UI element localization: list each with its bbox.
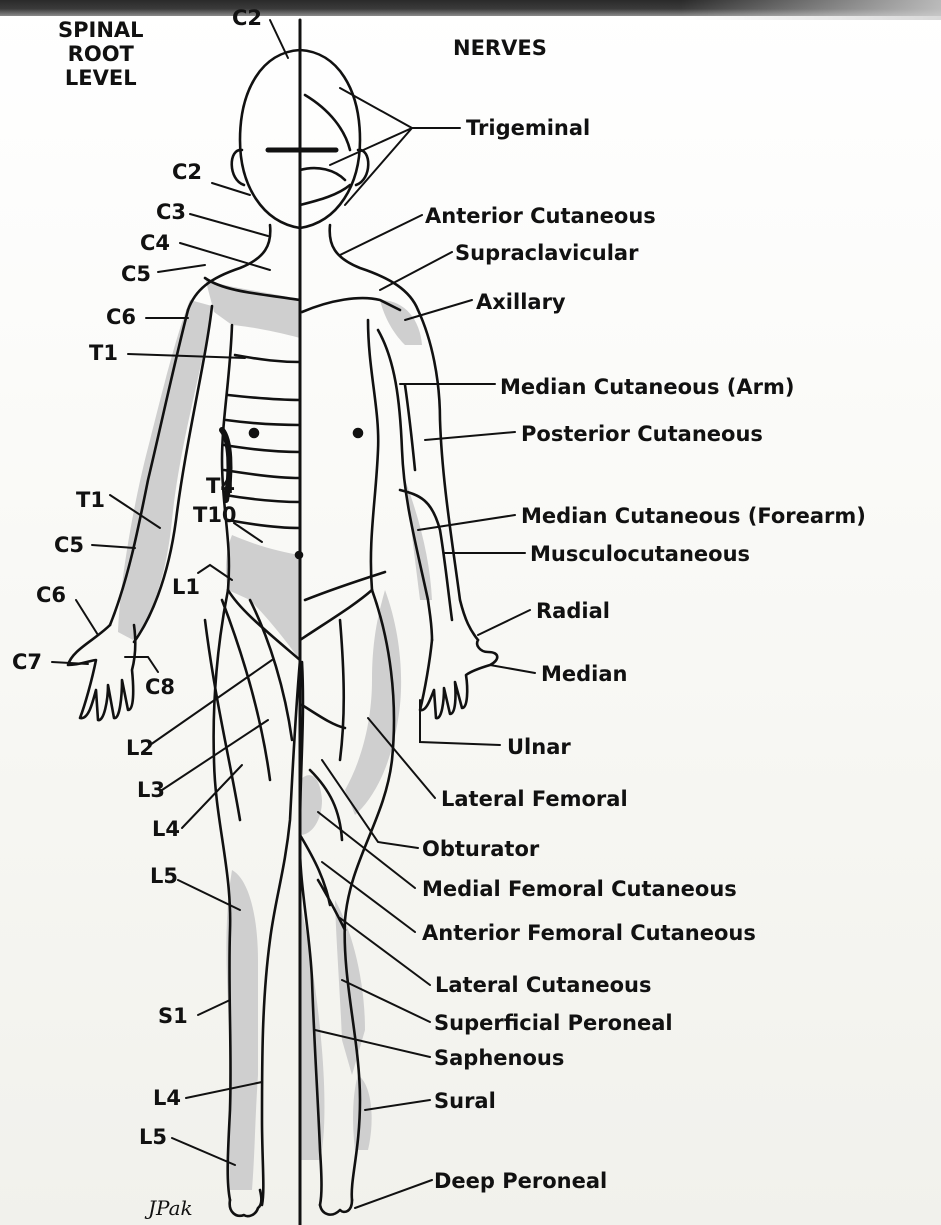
leader-c2-top xyxy=(270,20,288,58)
leader-c5 xyxy=(158,265,205,272)
left-leg-outer xyxy=(214,590,231,1200)
shade-right-shin xyxy=(300,900,324,1160)
nerve-label-anterior-cutaneous: Anterior Cutaneous xyxy=(425,206,656,227)
leader-supraclavicular xyxy=(380,252,452,290)
nerve-label-saphenous: Saphenous xyxy=(434,1048,564,1069)
shade-right-knee xyxy=(300,775,322,835)
leader-median-forearm xyxy=(418,515,515,530)
leader-c3 xyxy=(190,214,268,236)
left-thigh-lines xyxy=(205,600,292,820)
root-label-c6-hand: C6 xyxy=(36,585,66,606)
right-arm-median-line xyxy=(405,385,415,470)
leader-radial xyxy=(478,610,530,635)
navel xyxy=(296,552,302,558)
left-hand xyxy=(68,625,135,720)
left-leg-inner xyxy=(262,660,300,1205)
leader-deep-peroneal xyxy=(355,1180,432,1208)
nerve-label-superficial-peroneal: Superficial Peroneal xyxy=(434,1013,673,1034)
header-spinal-root-level: SPINAL ROOT LEVEL xyxy=(58,18,144,90)
nerve-label-obturator: Obturator xyxy=(422,839,539,860)
nerve-label-median-cutaneous-forearm: Median Cutaneous (Forearm) xyxy=(521,506,866,527)
root-label-l5-foot: L5 xyxy=(139,1127,167,1148)
root-label-l1: L1 xyxy=(172,577,200,598)
nerve-label-anterior-femoral-cutaneous: Anterior Femoral Cutaneous xyxy=(422,923,756,944)
root-label-c6-shoulder: C6 xyxy=(106,307,136,328)
leader-median xyxy=(490,665,535,673)
leader-l5-foot xyxy=(172,1138,235,1165)
root-label-l3: L3 xyxy=(137,780,165,801)
leader-anterior-cutaneous xyxy=(340,215,422,255)
nerve-label-median-cutaneous-arm: Median Cutaneous (Arm) xyxy=(500,377,794,398)
root-label-t10: T10 xyxy=(193,505,237,526)
nerve-label-axillary: Axillary xyxy=(476,292,566,313)
nerve-label-sural: Sural xyxy=(434,1091,496,1112)
root-label-c5-shoulder: C5 xyxy=(121,264,151,285)
nerve-label-medial-femoral-cutaneous: Medial Femoral Cutaneous xyxy=(422,879,737,900)
root-label-l2: L2 xyxy=(126,738,154,759)
right-nipple xyxy=(354,429,362,437)
root-label-t1-arm: T1 xyxy=(76,490,105,511)
nerve-label-deep-peroneal: Deep Peroneal xyxy=(434,1171,607,1192)
leader-ulnar xyxy=(420,700,500,745)
right-foot xyxy=(320,1200,352,1215)
root-label-s1: S1 xyxy=(158,1006,188,1027)
root-label-l4-thigh: L4 xyxy=(152,819,180,840)
leader-c6-hand xyxy=(76,600,98,635)
nerve-label-musculocutaneous: Musculocutaneous xyxy=(530,544,750,565)
shade-right-sural xyxy=(353,1075,372,1150)
leader-l4 xyxy=(182,765,242,828)
leader-c8 xyxy=(125,657,158,672)
root-label-t4: T4 xyxy=(206,476,235,497)
leader-s1 xyxy=(198,1000,230,1015)
nerve-label-trigeminal: Trigeminal xyxy=(466,118,590,139)
left-nipple xyxy=(250,429,258,437)
torso-right xyxy=(368,320,378,590)
nerve-label-radial: Radial xyxy=(536,601,610,622)
root-label-l5-leg: L5 xyxy=(150,866,178,887)
root-label-c4: C4 xyxy=(140,233,170,254)
nerve-label-posterior-cutaneous: Posterior Cutaneous xyxy=(521,424,763,445)
nerve-label-lateral-femoral: Lateral Femoral xyxy=(441,789,628,810)
nerve-label-ulnar: Ulnar xyxy=(507,737,571,758)
nerve-label-supraclavicular: Supraclavicular xyxy=(455,243,638,264)
root-label-t1-chest: T1 xyxy=(89,343,118,364)
leader-saphenous xyxy=(315,1030,430,1057)
nerve-label-median: Median xyxy=(541,664,628,685)
root-label-c3: C3 xyxy=(156,202,186,223)
header-nerves: NERVES xyxy=(453,38,547,59)
root-label-l4-ankle: L4 xyxy=(153,1088,181,1109)
leader-posterior-cutaneous xyxy=(425,432,515,440)
author-signature: JPak xyxy=(148,1198,193,1218)
root-label-c2: C2 xyxy=(172,162,202,183)
right-hand xyxy=(420,640,497,718)
root-label-c5-arm: C5 xyxy=(54,535,84,556)
leader-sural xyxy=(365,1100,430,1110)
root-label-c7: C7 xyxy=(12,652,42,673)
root-label-c2-top: C2 xyxy=(232,8,262,29)
root-label-c8: C8 xyxy=(145,677,175,698)
shade-c5-shoulder xyxy=(205,278,300,338)
nerve-label-lateral-cutaneous: Lateral Cutaneous xyxy=(435,975,652,996)
left-foot xyxy=(230,1190,262,1216)
